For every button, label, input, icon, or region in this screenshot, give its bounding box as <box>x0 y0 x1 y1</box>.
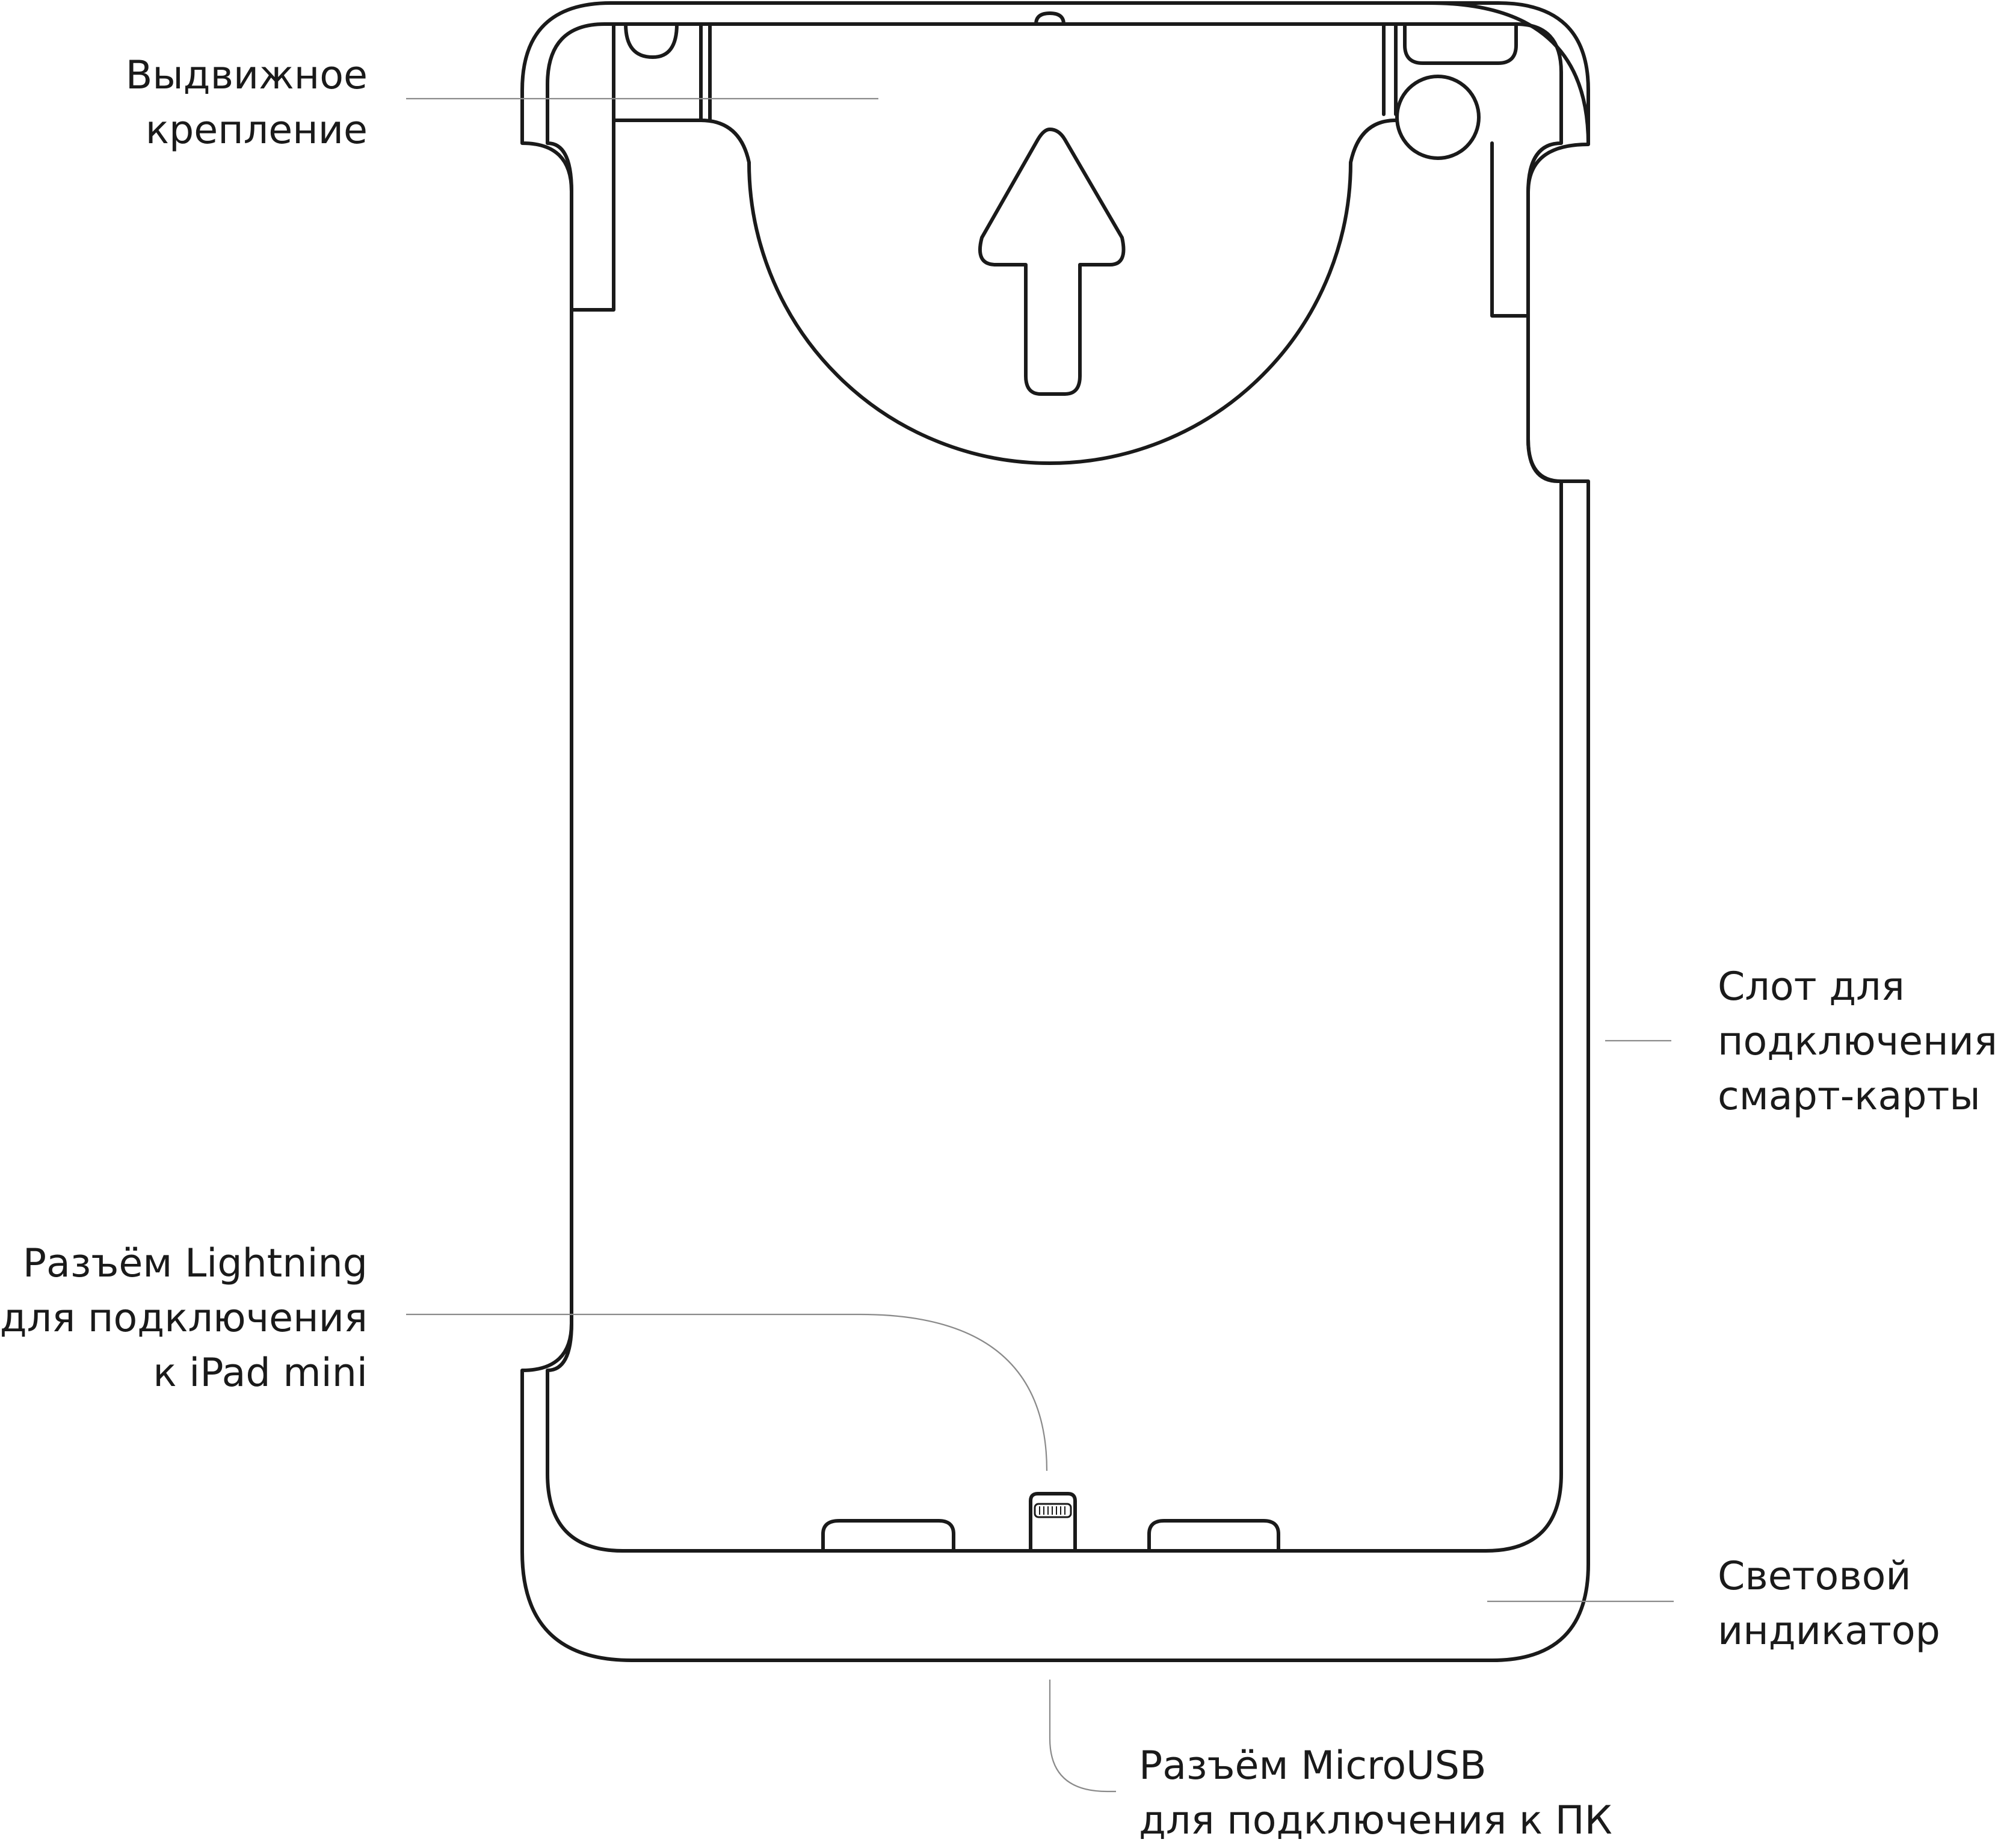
label-line: Слот для <box>1718 964 1905 1009</box>
top-right-notch <box>1403 22 1518 65</box>
bottom-right-button <box>1147 1519 1280 1553</box>
label-line: Разъём Lightning <box>22 1241 368 1286</box>
up-arrow-icon <box>978 128 1126 396</box>
bottom-left-button <box>821 1519 955 1553</box>
label-line: крепление <box>145 108 368 153</box>
sliding-mount-right-rail <box>1382 22 1530 318</box>
sliding-mount-plate <box>612 119 1398 465</box>
label-line: Световой <box>1718 1554 1911 1599</box>
label-line: к iPad mini <box>153 1351 368 1396</box>
label-line: Выдвижное <box>125 53 368 98</box>
label-line: Разъём MicroUSB <box>1139 1743 1487 1788</box>
case-inner-outline <box>546 22 1563 1553</box>
label-sliding-mount: Выдвижное крепление <box>126 48 368 158</box>
label-line: для подключения <box>0 1296 368 1341</box>
leader-microusb <box>1049 1680 1116 1793</box>
lightning-port-icon <box>1029 1492 1077 1553</box>
label-line: смарт-карты <box>1718 1074 1981 1119</box>
label-smart-card-slot: Слот для подключения смарт-карты <box>1718 959 1997 1124</box>
label-line: подключения <box>1718 1019 1997 1064</box>
label-lightning-connector: Разъём Lightning для подключения к iPad … <box>0 1236 368 1400</box>
top-button <box>1034 11 1065 26</box>
sliding-mount-left-rail <box>570 22 712 312</box>
lightning-port-pins <box>1034 1503 1072 1518</box>
leader-lightning <box>406 1313 1048 1471</box>
label-line: индикатор <box>1718 1609 1940 1654</box>
camera-hole <box>1395 75 1481 160</box>
label-microusb-connector: Разъём MicroUSB для подключения к ПК <box>1139 1739 1612 1848</box>
top-left-notch <box>624 22 679 59</box>
lightning-pin-lines <box>1039 1506 1065 1515</box>
case-outer-outline <box>520 1 1590 1662</box>
label-line: для подключения к ПК <box>1139 1798 1612 1843</box>
label-led-indicator: Световой индикатор <box>1718 1549 1940 1659</box>
